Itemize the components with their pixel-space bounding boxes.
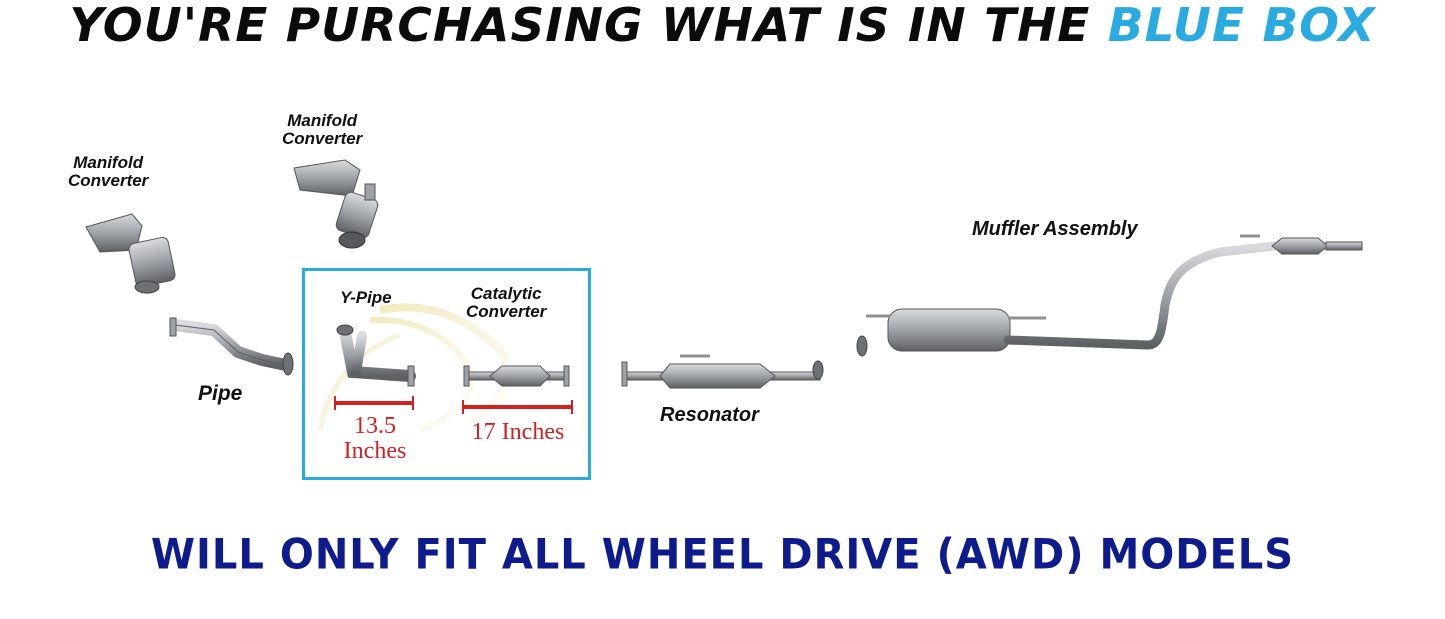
manifold-converter-right-part — [293, 159, 379, 249]
resonator-part — [621, 354, 824, 389]
measurement-bar-catalytic — [462, 400, 573, 414]
label-resonator: Resonator — [660, 404, 759, 426]
measurement-y-pipe-unit: Inches — [343, 438, 407, 465]
label-catalytic-converter: Catalytic Converter — [466, 285, 546, 321]
label-pipe: Pipe — [198, 382, 243, 405]
label-manifold-converter-right-line1: Manifold — [287, 111, 358, 130]
label-manifold-converter-left-line2: Converter — [68, 170, 149, 190]
measurement-y-pipe-value: 13.5 — [354, 413, 396, 439]
front-pipe-part — [169, 317, 294, 376]
y-pipe-part — [332, 324, 416, 387]
measurement-catalytic-converter: 17 Inches — [471, 419, 565, 445]
muffler-assembly-part — [856, 234, 1363, 357]
measurement-y-pipe: 13.5 Inches — [330, 413, 420, 465]
label-manifold-converter-right-line2: Converter — [282, 128, 363, 148]
label-manifold-converter-left: Manifold Converter — [68, 154, 148, 190]
awd-fitment-notice: WILL ONLY FIT ALL WHEEL DRIVE (AWD) MODE… — [150, 530, 1295, 580]
label-muffler-assembly: Muffler Assembly — [972, 218, 1138, 240]
label-manifold-converter-right: Manifold Converter — [282, 112, 362, 148]
blue-box-highlight — [302, 268, 591, 480]
measurement-bar-y-pipe — [334, 396, 414, 410]
catalytic-converter-part — [463, 365, 570, 387]
label-y-pipe: Y-Pipe — [340, 288, 392, 307]
label-manifold-converter-left-line1: Manifold — [73, 153, 144, 172]
headline: YOU'RE PURCHASING WHAT IS IN THE BLUE BO… — [0, 0, 1445, 52]
headline-prefix: YOU'RE PURCHASING WHAT IS IN THE — [69, 0, 1091, 52]
headline-highlight: BLUE BOX — [1107, 0, 1376, 52]
label-catalytic-converter-line2: Converter — [466, 301, 547, 321]
label-catalytic-converter-line1: Catalytic — [470, 284, 542, 303]
manifold-converter-left-part — [85, 213, 176, 294]
